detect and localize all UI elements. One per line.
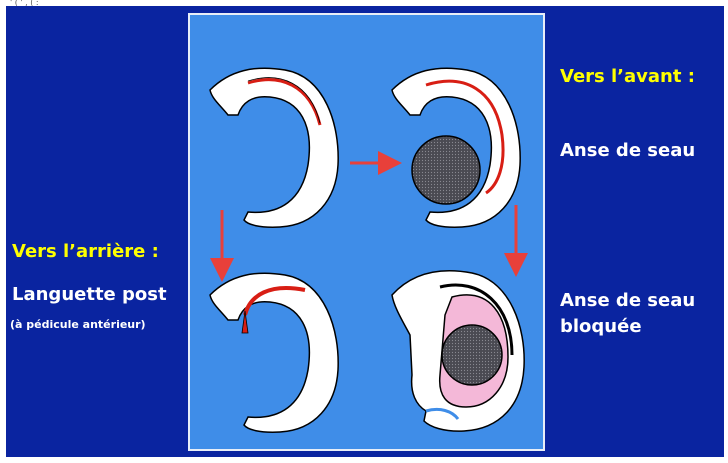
condyle-circle xyxy=(412,136,480,204)
meniscus-blocked-bucket-handle xyxy=(392,271,524,431)
bucket-handle-blocked-line1: Anse de seau xyxy=(560,290,695,311)
meniscus-posterior-flap xyxy=(210,273,338,432)
meniscus-bucket-handle xyxy=(392,68,520,227)
bucket-handle-label: Anse de seau xyxy=(560,140,695,161)
meniscus-diagram xyxy=(190,15,543,449)
posterior-flap-note: (à pédicule antérieur) xyxy=(10,318,146,331)
backward-title: Vers l’arrière : xyxy=(12,241,159,262)
posterior-flap-label: Languette post xyxy=(12,284,167,305)
meniscus-diagram-panel xyxy=(188,13,545,451)
bucket-handle-blocked-line2: bloquée xyxy=(560,316,642,337)
meniscus-normal xyxy=(210,68,338,227)
forward-title: Vers l’avant : xyxy=(560,66,695,87)
blocked-condyle-circle xyxy=(442,325,502,385)
